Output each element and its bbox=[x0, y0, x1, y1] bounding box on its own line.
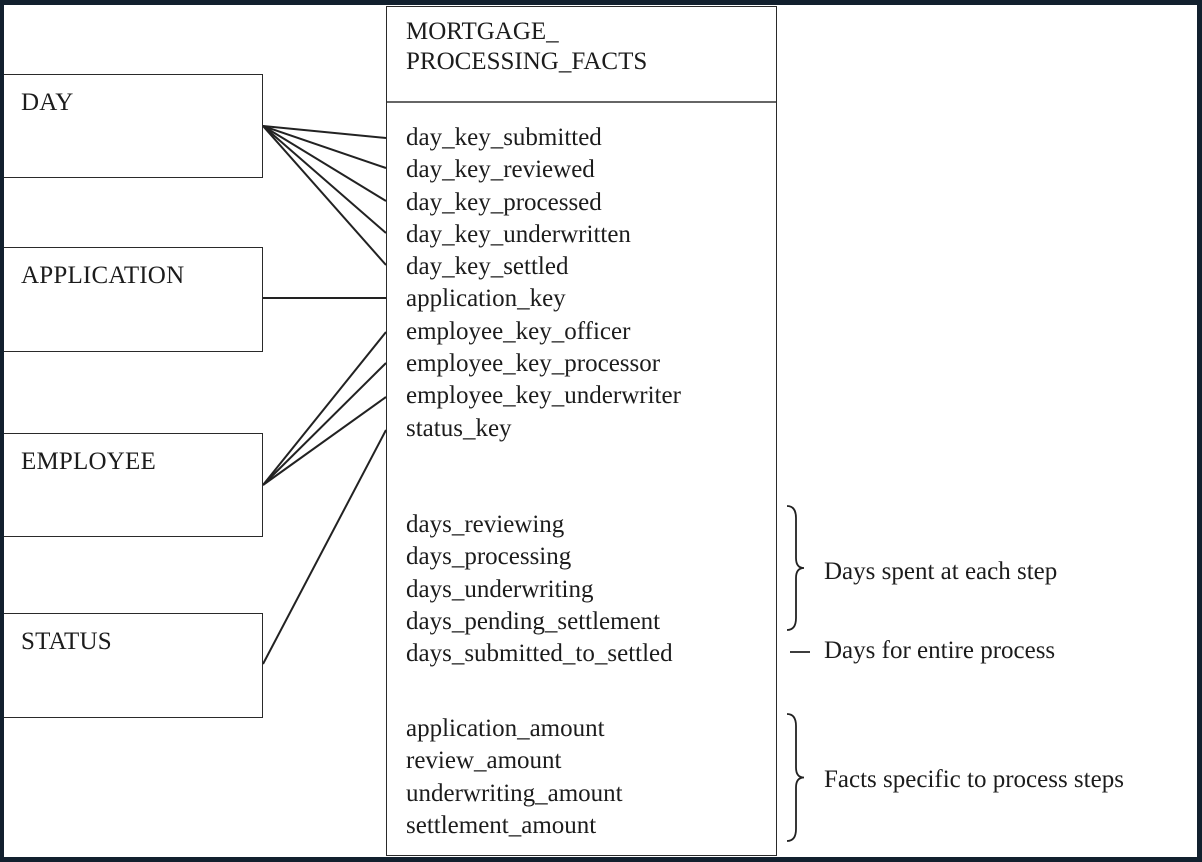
amount-fact: underwriting_amount bbox=[406, 779, 623, 807]
dimension-label: EMPLOYEE bbox=[21, 448, 156, 475]
brace-step-facts bbox=[786, 713, 805, 842]
dimension-application: APPLICATION bbox=[4, 247, 263, 352]
amount-fact: application_amount bbox=[406, 715, 605, 742]
duration-fact: days_reviewing bbox=[406, 511, 565, 538]
dimension-day: DAY bbox=[4, 74, 263, 178]
relationship-line bbox=[262, 396, 387, 486]
duration-fact-list: days_reviewing days_processing days_unde… bbox=[406, 509, 673, 670]
dimension-status: STATUS bbox=[4, 613, 263, 718]
key-attribute-list: day_key_submitted day_key_reviewed day_k… bbox=[406, 122, 681, 445]
key-attribute: day_key_settled bbox=[406, 253, 569, 281]
amount-fact-list: application_amount review_amount underwr… bbox=[406, 713, 623, 842]
relationship-line bbox=[262, 125, 387, 202]
key-attribute: employee_key_underwriter bbox=[406, 382, 681, 410]
relationship-line bbox=[262, 125, 387, 266]
annotation-step-days: Days spent at each step bbox=[824, 558, 1058, 585]
key-attribute: status_key bbox=[406, 414, 512, 442]
annotation-entire-process: Days for entire process bbox=[824, 637, 1056, 664]
relationship-line bbox=[262, 125, 387, 234]
relationship-line bbox=[262, 125, 387, 169]
relationship-line bbox=[262, 429, 387, 665]
diagram-canvas: DAY APPLICATION EMPLOYEE STATUS MORTGAGE… bbox=[4, 5, 1197, 857]
dimension-label: APPLICATION bbox=[21, 262, 185, 289]
brace-step-days bbox=[786, 505, 805, 631]
key-attribute: day_key_processed bbox=[406, 188, 602, 216]
key-attribute: day_key_underwritten bbox=[406, 220, 631, 248]
amount-fact: settlement_amount bbox=[406, 811, 597, 839]
duration-fact: days_submitted_to_settled bbox=[406, 640, 673, 668]
fact-table-divider bbox=[387, 101, 776, 103]
key-attribute: application_key bbox=[406, 285, 566, 313]
relationship-line bbox=[262, 125, 387, 139]
dimension-label: STATUS bbox=[21, 628, 112, 655]
key-attribute: employee_key_officer bbox=[406, 317, 631, 345]
duration-fact: days_underwriting bbox=[406, 575, 594, 603]
fact-table: MORTGAGE_ PROCESSING_FACTS day_key_submi… bbox=[386, 6, 777, 856]
dimension-label: DAY bbox=[21, 89, 74, 116]
key-attribute: employee_key_processor bbox=[406, 350, 661, 378]
key-attribute: day_key_reviewed bbox=[406, 156, 595, 184]
annotation-step-facts: Facts specific to process steps bbox=[824, 766, 1124, 793]
relationship-line bbox=[262, 331, 387, 486]
fact-table-title-line: PROCESSING_FACTS bbox=[406, 48, 648, 75]
amount-fact: review_amount bbox=[406, 747, 562, 775]
key-attribute: day_key_submitted bbox=[406, 124, 602, 151]
duration-fact: days_pending_settlement bbox=[406, 607, 661, 635]
fact-table-title: MORTGAGE_ PROCESSING_FACTS bbox=[406, 17, 647, 77]
fact-table-title-line: MORTGAGE_ bbox=[406, 18, 559, 45]
connector-layer bbox=[262, 125, 810, 842]
relationship-line bbox=[262, 362, 387, 486]
duration-fact: days_processing bbox=[406, 543, 572, 571]
dimension-employee: EMPLOYEE bbox=[4, 433, 263, 537]
